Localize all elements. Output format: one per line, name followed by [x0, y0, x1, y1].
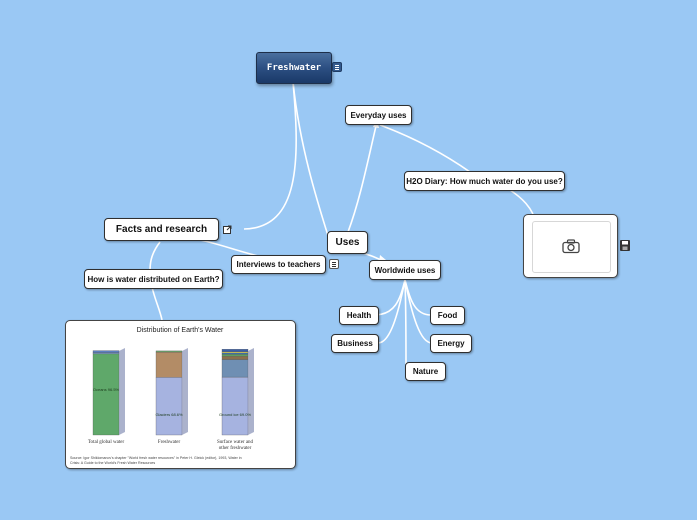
camera-icon	[562, 239, 580, 254]
topic-energy[interactable]: Energy	[430, 334, 472, 353]
chart-segment	[155, 350, 183, 353]
chart-segment	[92, 353, 120, 436]
chart-bar-side	[182, 348, 188, 435]
topic-water-distribution[interactable]: How is water distributed on Earth?	[84, 269, 223, 289]
chart-bar-label: Total global water	[88, 440, 125, 445]
topic-h2o-diary[interactable]: H2O Diary: How much water do you use?	[404, 171, 565, 191]
menu-icon[interactable]	[329, 259, 339, 269]
chart-source: Crisis: A Guide to the World's Fresh Wat…	[70, 461, 155, 465]
topic-health[interactable]: Health	[339, 306, 379, 325]
chart-segment-label: Oceans 96.5%	[93, 387, 120, 392]
menu-icon[interactable]	[332, 62, 342, 72]
chart-bar-side	[248, 348, 254, 435]
topic-interviews-to-teachers[interactable]: Interviews to teachers	[231, 255, 326, 274]
link-root-facts	[243, 81, 297, 230]
topic-nature[interactable]: Nature	[405, 362, 446, 381]
chart-segment	[92, 350, 120, 353]
link-worldwide-business	[377, 279, 406, 344]
external-link-icon[interactable]	[223, 225, 232, 234]
link-distribution-chart	[151, 286, 163, 321]
chart-segment	[155, 351, 183, 378]
topic-facts-and-research[interactable]: Facts and research	[104, 218, 219, 241]
link-worldwide-energy	[404, 279, 433, 344]
link-root-uses	[292, 81, 331, 243]
chart-segment	[221, 352, 249, 355]
chart-segment	[92, 352, 120, 355]
chart-segment-label: Glaciers 68.6%	[155, 412, 183, 417]
chart-bar-side	[119, 348, 125, 435]
chart-bar-label: Freshwater	[158, 440, 181, 445]
topic-worldwide-uses[interactable]: Worldwide uses	[369, 260, 441, 280]
image-placeholder[interactable]	[523, 214, 618, 278]
chart-bar-label: other freshwater	[219, 446, 252, 451]
link-everyday-diary	[379, 124, 471, 173]
save-icon[interactable]	[620, 240, 630, 251]
image-frame	[532, 221, 611, 273]
link-uses-everyday	[347, 125, 377, 233]
chart-title: Distribution of Earth's Water	[137, 327, 224, 334]
chart-source: Source: Igor Shiklomanov's chapter "Worl…	[70, 456, 242, 460]
topic-food[interactable]: Food	[430, 306, 465, 325]
chart-segment	[221, 356, 249, 360]
chart-segment	[221, 349, 249, 352]
chart-bar-label: Surface water and	[217, 440, 254, 445]
chart-segment	[221, 359, 249, 378]
chart-segment	[221, 353, 249, 357]
chart-segment	[221, 376, 249, 436]
chart-segment	[155, 377, 183, 436]
topic-uses[interactable]: Uses	[327, 231, 368, 254]
chart-segment-label: Ground ice 69.0%	[219, 412, 251, 417]
topic-business[interactable]: Business	[331, 334, 379, 353]
link-worldwide-nature	[404, 279, 407, 365]
link-facts-distribution	[149, 241, 161, 273]
link-diary-photo	[509, 189, 534, 215]
root-topic-freshwater[interactable]: Freshwater	[256, 52, 332, 84]
chart-segment	[221, 351, 249, 354]
topic-everyday-uses[interactable]: Everyday uses	[345, 105, 412, 125]
